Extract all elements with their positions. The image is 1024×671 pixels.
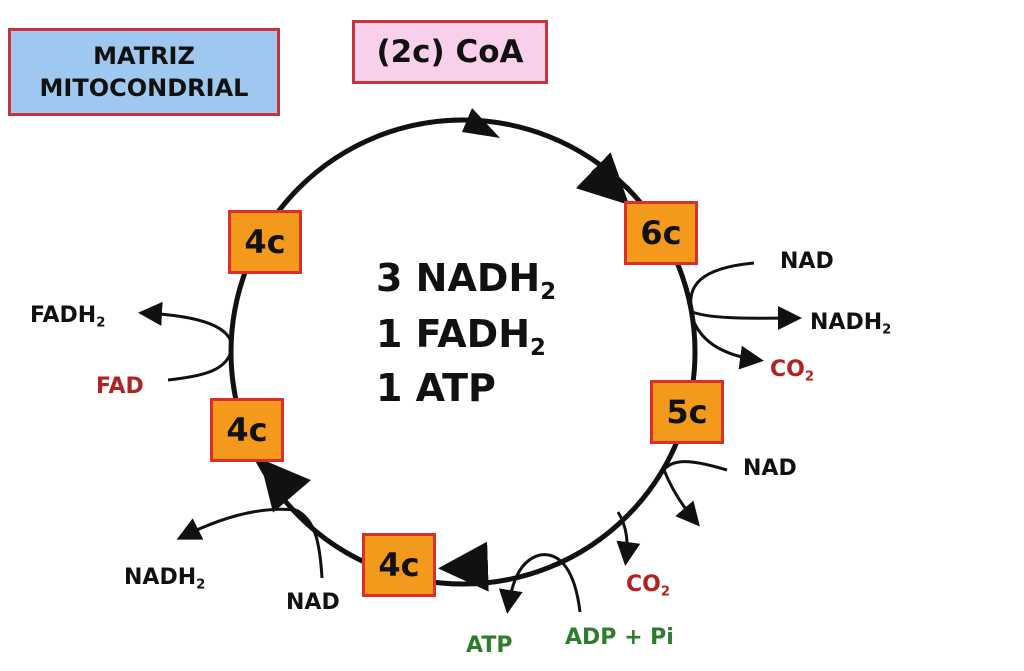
label-nad-3: NAD [286, 590, 340, 615]
atp-arrow [498, 553, 582, 614]
node-4c-left-lower: 4c [210, 398, 284, 462]
label-fadh2-sub: 2 [96, 315, 106, 331]
nad-in-curve-1 [689, 261, 755, 313]
center-nadh2-sub: 2 [540, 278, 557, 305]
center-fadh2-text: 1 FADH [376, 312, 531, 356]
nad-in-curve-2 [662, 460, 728, 472]
center-nadh2-total: 3 NADH2 [376, 256, 556, 305]
cycle-arrow-to-6c [575, 152, 630, 205]
label-atp: ATP [466, 633, 513, 658]
label-nadh2-3: NADH2 [124, 565, 205, 593]
label-co2-1-sub: 2 [804, 369, 815, 385]
label-nadh2-3-text: NADH [124, 565, 197, 590]
fadh2-out-arrow [138, 301, 234, 349]
label-fad: FAD [96, 374, 144, 399]
entry-arrowhead [462, 108, 500, 138]
node-4c-left-upper: 4c [228, 210, 302, 274]
label-co2-1: CO2 [770, 357, 814, 385]
label-co2-2-sub: 2 [660, 584, 671, 600]
label-co2-2-text: CO [626, 572, 661, 597]
node-5c: 5c [650, 380, 724, 444]
acetyl-coa-label: (2c) CoA [352, 20, 548, 84]
cycle-arrow-to-4c-left [259, 458, 312, 513]
center-atp-text: 1 ATP [376, 366, 496, 410]
label-nadh2-1-text: NADH [810, 310, 883, 335]
co2-out-arrow-2 [616, 511, 641, 566]
label-nadh2-1-sub: 2 [882, 322, 892, 338]
co2-out-arrow-1 [692, 321, 764, 370]
label-nadh2-3-sub: 2 [196, 577, 206, 593]
node-6c: 6c [624, 201, 698, 265]
fad-in-curve [167, 347, 234, 382]
label-nadh2-1: NADH2 [810, 310, 891, 338]
mitochondrial-matrix-label: MATRIZ MITOCONDRIAL [8, 28, 280, 116]
matriz-line-2: MITOCONDRIAL [39, 74, 249, 102]
center-nadh2-text: 3 NADH [376, 256, 541, 300]
center-fadh2-sub: 2 [530, 334, 546, 361]
nadh2-out-arrow-1 [691, 306, 802, 331]
label-nad-1: NAD [780, 249, 834, 274]
nadh2-out-arrow-3 [176, 507, 297, 540]
label-fadh2-text: FADH [30, 303, 97, 328]
label-adp-pi: ADP + Pi [565, 625, 674, 650]
matriz-line-1: MATRIZ [93, 42, 195, 70]
cycle-arrow-to-4c-bottom [438, 541, 489, 592]
label-fadh2: FADH2 [30, 303, 105, 331]
center-atp-total: 1 ATP [376, 366, 496, 410]
center-fadh2-total: 1 FADH2 [376, 312, 546, 361]
label-co2-2: CO2 [626, 572, 670, 600]
label-nad-2: NAD [743, 456, 797, 481]
nad-in-curve-3 [295, 508, 324, 579]
node-4c-bottom: 4c [362, 533, 436, 597]
nadh2-out-arrow-2 [662, 469, 700, 527]
label-co2-1-text: CO [770, 357, 805, 382]
